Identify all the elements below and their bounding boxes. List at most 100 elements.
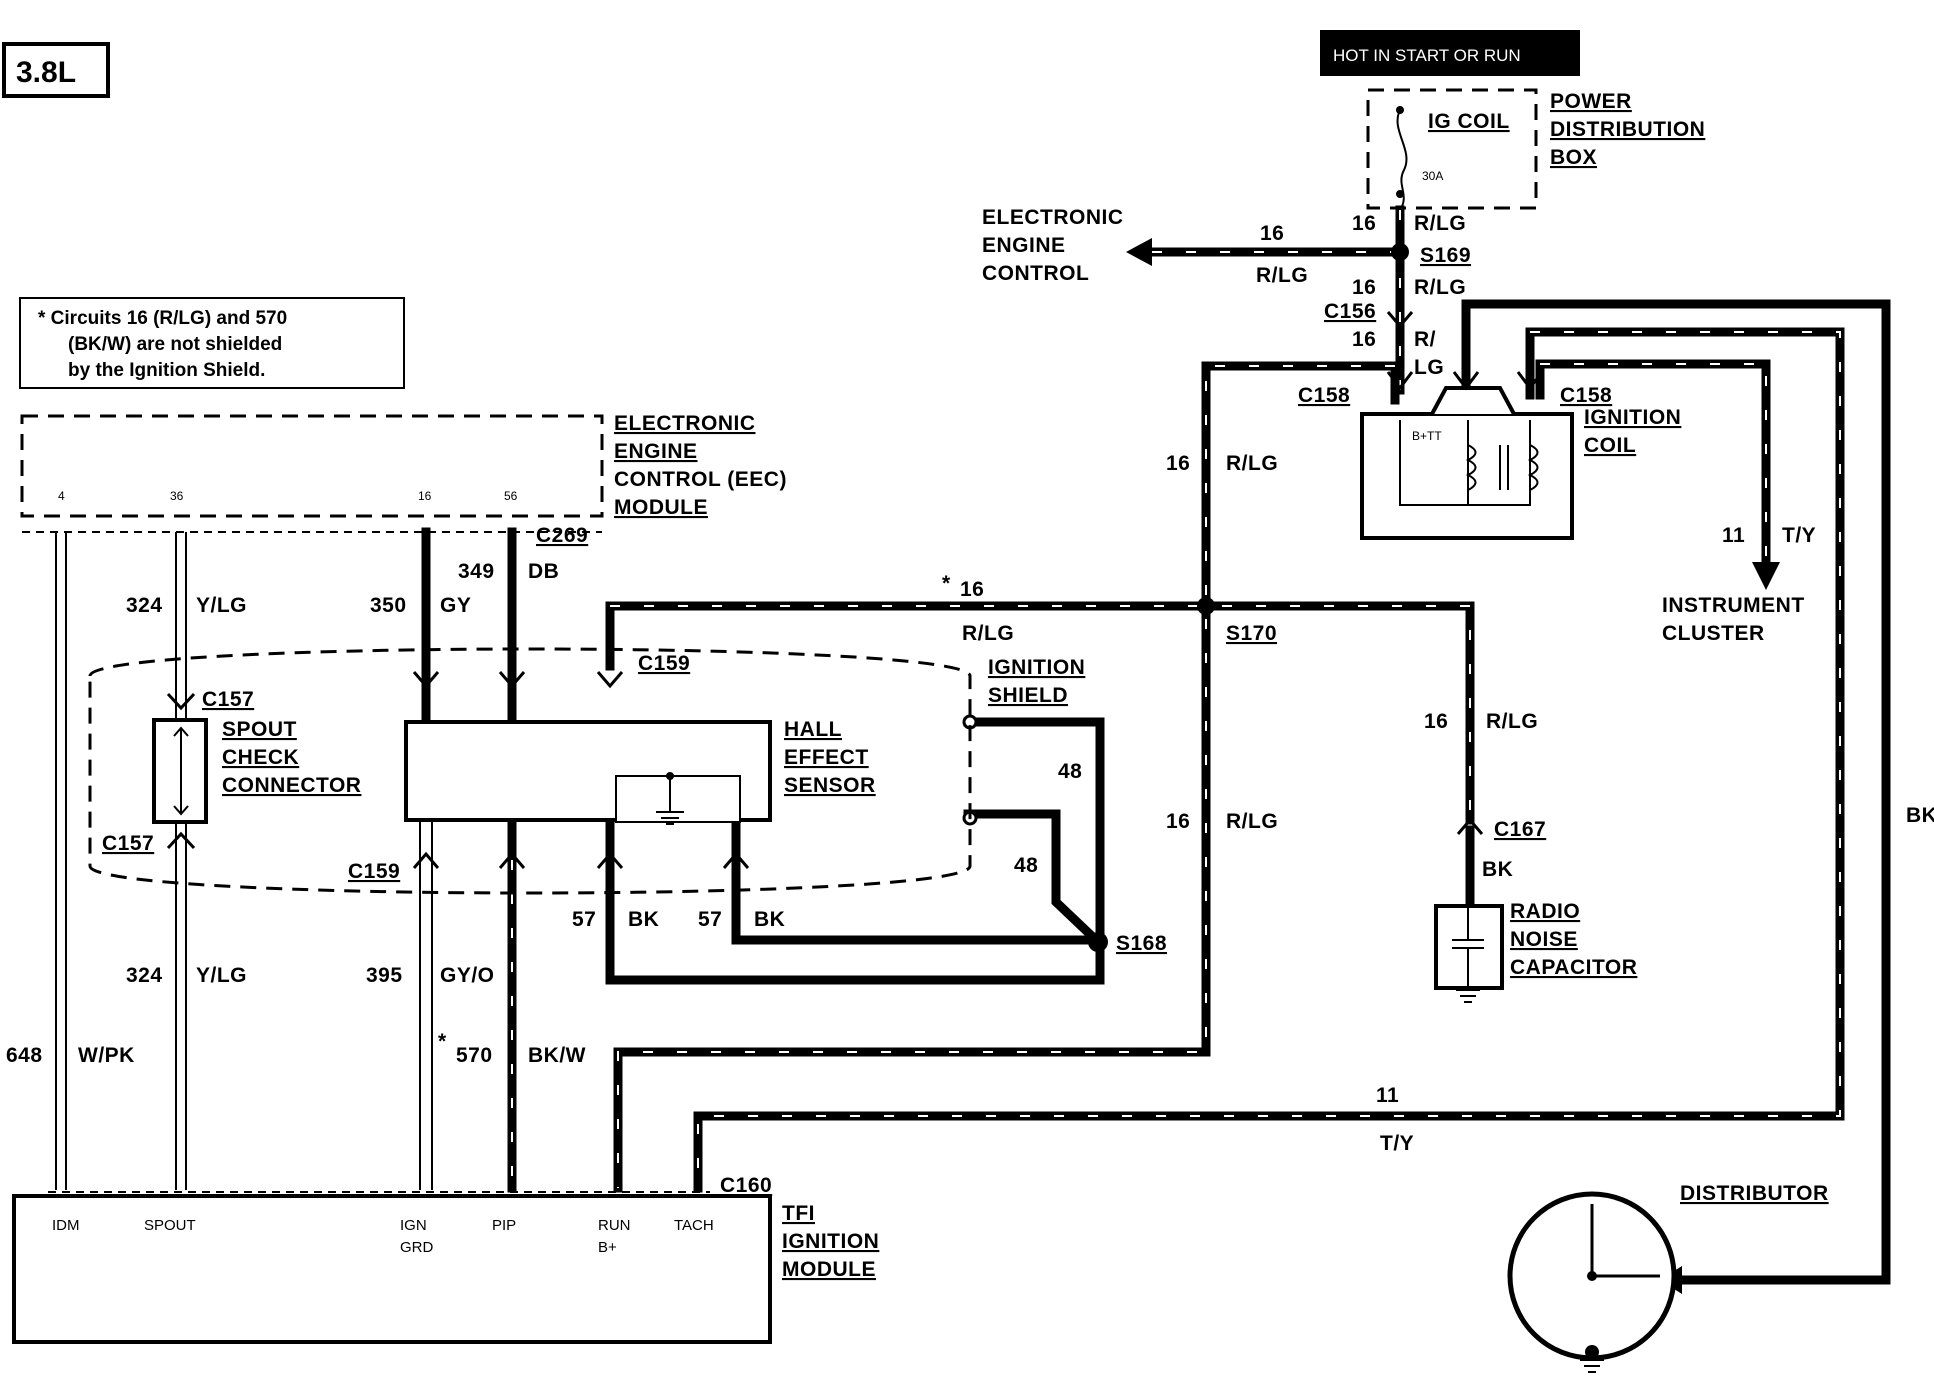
c159-label-bottom: C159 (348, 860, 400, 883)
ckt-ty-bottom: T/Y (1380, 1132, 1414, 1155)
s169-label: S169 (1420, 244, 1471, 267)
ignition-shield-label-2: SHIELD (988, 684, 1068, 707)
coil-notch (1430, 386, 1516, 415)
ckt-bk-cap: BK (1482, 858, 1513, 881)
c160-label: C160 (720, 1174, 772, 1197)
fuse-symbol (1396, 109, 1408, 211)
ckt-db: DB (528, 560, 559, 583)
eec-pin-56: 56 (504, 489, 518, 503)
ckt-gy: GY (440, 594, 471, 617)
ckt-48-lower: 48 (1014, 854, 1038, 877)
engine-badge: 3.8L (16, 56, 76, 89)
ckt-rlg-pdb: R/LG (1414, 212, 1466, 235)
ckt-324-bottom: 324 (126, 964, 163, 987)
ignition-coil-label-1: IGNITION (1584, 406, 1681, 429)
ckt-r-c156: R/ (1414, 328, 1436, 351)
tfi-pin-spout: SPOUT (144, 1217, 196, 1234)
ckt-bk-left: BK (628, 908, 659, 931)
shield-note-line1: * Circuits 16 (R/LG) and 570 (38, 308, 287, 329)
ckt-11-bottom: 11 (1376, 1084, 1399, 1107)
c159-label-top: C159 (638, 652, 690, 675)
ignition-shield-outline (88, 647, 972, 895)
ckt-ty-ic: T/Y (1782, 524, 1816, 547)
c158-label-right: C158 (1560, 384, 1612, 407)
tfi-pin-bplus: B+ (598, 1239, 617, 1256)
coil-primary (1465, 444, 1477, 491)
ckt-rlg-left-lower: R/LG (1226, 810, 1278, 833)
instrument-cluster-label-2: CLUSTER (1662, 622, 1765, 645)
ckt-rlg-left-upper: R/LG (1226, 452, 1278, 475)
eec-ctrl-label-3: CONTROL (982, 262, 1089, 285)
ckt-bk-dist: BK (1906, 804, 1934, 827)
hall-sensor-element (615, 775, 741, 823)
ckt-rlg-top: R/LG (962, 622, 1014, 645)
spout-connector-link (173, 726, 189, 816)
s170-splice (1197, 597, 1215, 615)
hot-banner-box (1320, 30, 1580, 76)
c167-label: C167 (1494, 818, 1546, 841)
ignition-coil-label-2: COIL (1584, 434, 1636, 457)
eec-pin-4: 4 (58, 489, 65, 503)
ckt-16-eec: 16 (1260, 222, 1284, 245)
tfi-pin-tach: TACH (674, 1217, 714, 1234)
ckt-57-right: 57 (698, 908, 722, 931)
ckt-16-left-lower: 16 (1166, 810, 1190, 833)
ckt-57-left: 57 (572, 908, 596, 931)
ckt-star-16: * (942, 572, 951, 595)
ckt-gyo: GY/O (440, 964, 495, 987)
ckt-395: 395 (366, 964, 403, 987)
tfi-pin-ign: IGN (400, 1217, 427, 1234)
eec-module-label-2: ENGINE (614, 440, 698, 463)
coil-terminal-label: B+TT (1412, 429, 1442, 443)
tfi-pin-run: RUN (598, 1217, 631, 1234)
eec-module-label-3: CONTROL (EEC) (614, 468, 787, 491)
radio-cap-label-3: CAPACITOR (1510, 956, 1637, 979)
radio-cap-label-1: RADIO (1510, 900, 1580, 923)
ckt-bkw: BK/W (528, 1044, 586, 1067)
tfi-module-label-1: TFI (782, 1202, 815, 1225)
ckt-16-c156: 16 (1352, 328, 1376, 351)
fuse-node-bottom (1396, 190, 1404, 198)
c158-label-left: C158 (1298, 384, 1350, 407)
eec-ctrl-label-1: ELECTRONIC (982, 206, 1124, 229)
coil-core (1499, 445, 1509, 490)
ckt-star-570: * (438, 1030, 447, 1053)
hot-banner: HOT IN START OR RUN (1333, 46, 1521, 65)
shield-note-line3: by the Ignition Shield. (68, 360, 265, 381)
pdb-label-3: BOX (1550, 146, 1597, 169)
pdb-box (1366, 88, 1538, 210)
hall-ground-icon (656, 811, 684, 825)
ckt-16-left-upper: 16 (1166, 452, 1190, 475)
s169-splice (1391, 243, 1409, 261)
eec-pin-36: 36 (170, 489, 184, 503)
ckt-16-top: 16 (960, 578, 984, 601)
ckt-rlg-eec: R/LG (1256, 264, 1308, 287)
eec-module-label-4: MODULE (614, 496, 708, 519)
ckt-349: 349 (458, 560, 495, 583)
c269-label: C269 (536, 524, 588, 547)
instrument-cluster-label-1: INSTRUMENT (1662, 594, 1805, 617)
radio-cap-label-2: NOISE (1510, 928, 1578, 951)
connector-chevrons (166, 311, 1544, 869)
s170-label: S170 (1226, 622, 1277, 645)
shield-note-line2: (BK/W) are not shielded (68, 334, 282, 355)
ckt-wpk: W/PK (78, 1044, 135, 1067)
eec-pin-16: 16 (418, 489, 432, 503)
distributor-ground-icon (1580, 1359, 1604, 1373)
coil-windings-frame (1399, 420, 1531, 506)
hall-label-2: EFFECT (784, 746, 869, 769)
s168-label: S168 (1116, 932, 1167, 955)
spout-label-1: SPOUT (222, 718, 297, 741)
ckt-bk-right: BK (754, 908, 785, 931)
eec-module-label-1: ELECTRONIC (614, 412, 756, 435)
fuse-rating: 30A (1422, 169, 1443, 183)
ckt-350: 350 (370, 594, 407, 617)
ig-coil-fuse-label: IG COIL (1428, 110, 1510, 133)
spout-label-2: CHECK (222, 746, 299, 769)
ckt-16-pdb: 16 (1352, 212, 1376, 235)
shield-note-box (19, 297, 405, 389)
tfi-pin-grd: GRD (400, 1239, 434, 1256)
ckt-ylg-top: Y/LG (196, 594, 247, 617)
engine-badge-box (2, 42, 110, 98)
